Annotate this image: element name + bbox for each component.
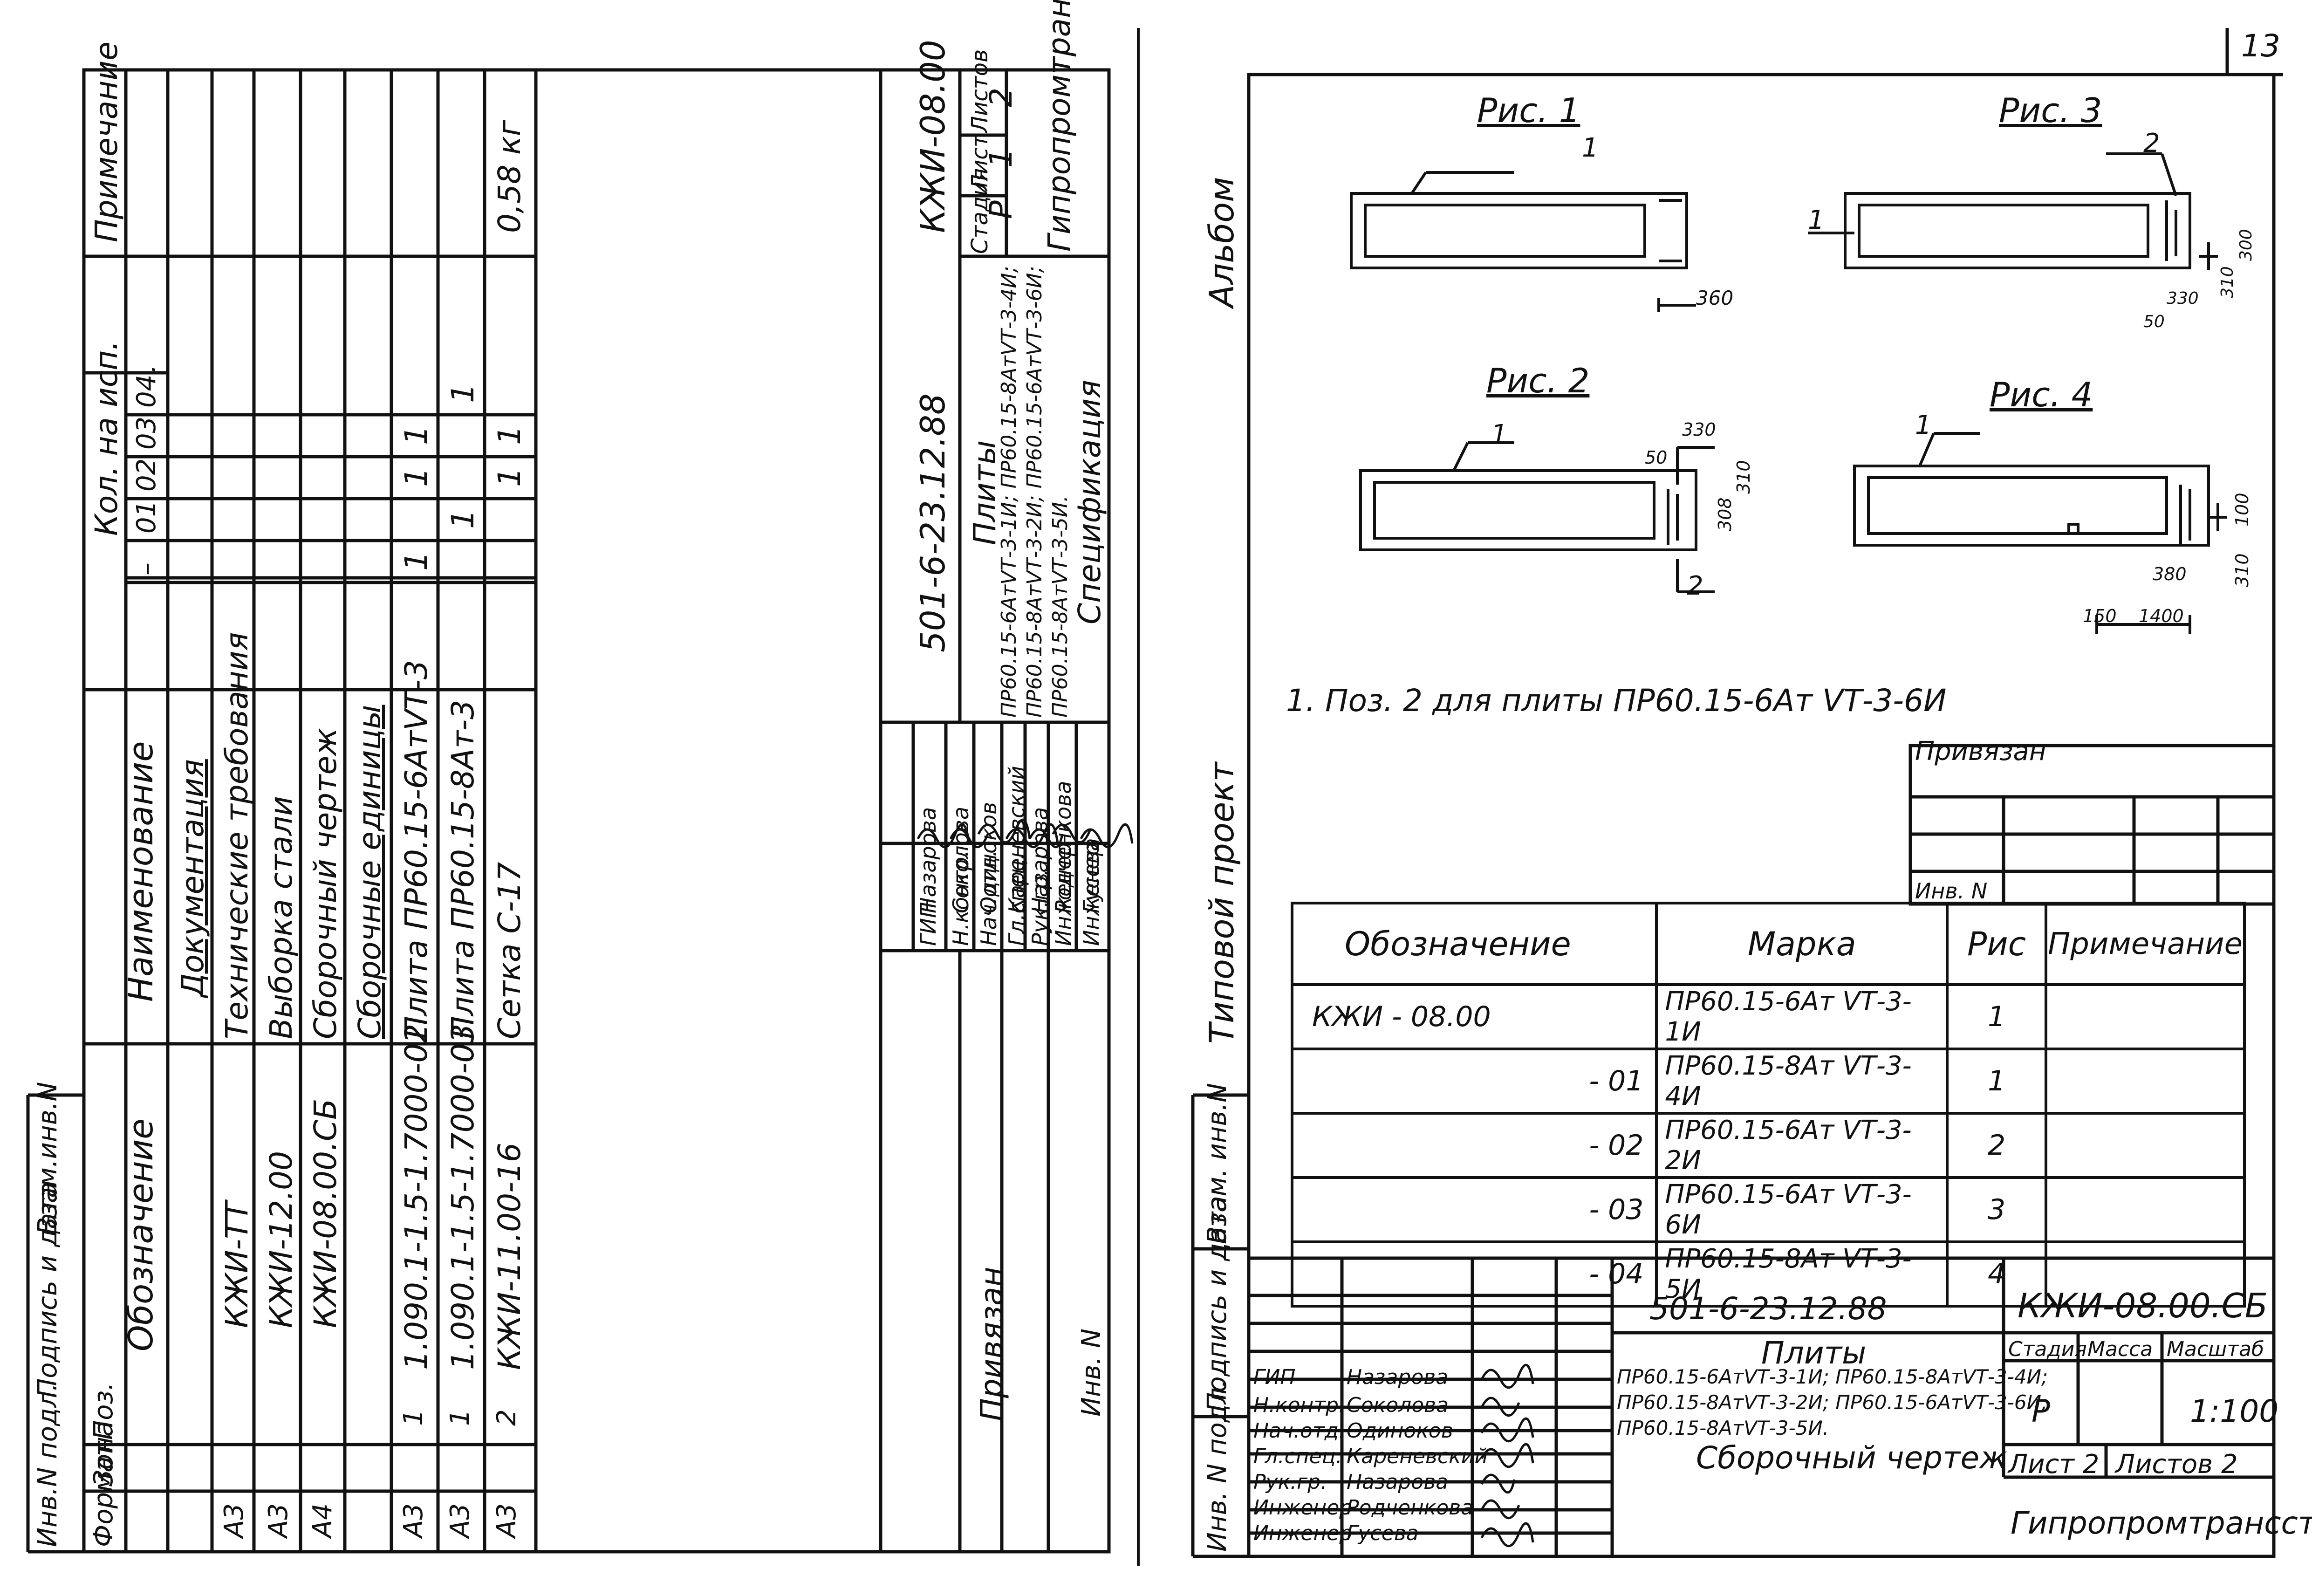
marks-cell-oboznachenie: - 03 <box>1290 1176 1658 1243</box>
page-number: 13 <box>2241 28 2280 64</box>
marks-cell-ris: 3 <box>1945 1176 2048 1243</box>
right-staff-name: Одиноков <box>1347 1419 1453 1443</box>
figure-1-title: Рис. 1 <box>1477 91 1580 130</box>
right-staff-role: Инженер <box>1253 1521 1353 1545</box>
right-title-line-2: ПР60.15-8АтVТ-3-2И; ПР60.15-6АтVТ-3-6И; <box>1617 1391 2048 1414</box>
marks-cell-primechanie <box>2045 1176 2246 1243</box>
marks-cell-marka: ПР60.15-6Ат VТ-3-2И <box>1655 1112 1949 1179</box>
marks-table-header: Обозначение Марка Рис Примечание <box>1290 902 2246 986</box>
marks-cell-oboznachenie: - 02 <box>1290 1112 1658 1179</box>
drawing-note: 1. Поз. 2 для плиты ПР60.15-6Ат VТ-3-6И <box>1286 683 1947 719</box>
figure-4-title: Рис. 4 <box>1990 375 2093 414</box>
sheet-divider <box>1137 28 1140 1566</box>
right-masshtab-label: Масштаб <box>2167 1337 2264 1361</box>
figure-2-title: Рис. 2 <box>1486 361 1590 400</box>
right-staff-role: Н.контр. <box>1253 1393 1345 1417</box>
figure-3-title: Рис. 3 <box>1999 91 2102 130</box>
marks-cell-ris: 1 <box>1945 983 2048 1050</box>
figure-2-dim: 330 <box>1682 419 1716 440</box>
figure-1-callout: 1 <box>1582 133 1599 163</box>
table-row: - 02 ПР60.15-6Ат VТ-3-2И 2 <box>1290 1112 2246 1179</box>
marks-cell-oboznachenie: - 04 <box>1290 1240 1658 1308</box>
right-staff-name: Назарова <box>1347 1365 1449 1389</box>
right-listov-text: Листов 2 <box>2115 1449 2238 1480</box>
right-title-subtitle: Сборочный чертеж <box>1696 1440 2007 1476</box>
figure-4-dim: 1400 <box>2139 606 2184 626</box>
right-title-doc: КЖИ-08.00.СБ <box>2018 1286 2268 1325</box>
right-staff-name: Назарова <box>1347 1470 1449 1494</box>
marks-cell-primechanie <box>2045 1240 2246 1308</box>
marks-header-oboznachenie: Обозначение <box>1290 902 1658 986</box>
table-row: КЖИ - 08.00 ПР60.15-6Ат VТ-3-1И 1 <box>1290 983 2246 1050</box>
figure-2-callout: 2 <box>1687 571 1703 601</box>
figure-3-callout: 1 <box>1808 205 1825 235</box>
marks-cell-marka: ПР60.15-8Ат VТ-3-5И <box>1655 1240 1949 1308</box>
marks-cell-primechanie <box>2045 983 2246 1050</box>
right-massa-label: Масса <box>2087 1337 2153 1361</box>
right-title-code: 501-6-23.12.88 <box>1649 1291 1887 1327</box>
right-staff-name: Родченкова <box>1347 1496 1474 1520</box>
figure-3-dim: 330 <box>2167 289 2199 308</box>
right-title-line-3: ПР60.15-8АтVТ-3-5И. <box>1617 1417 1829 1439</box>
right-staff-role: Гл.спец. <box>1253 1445 1342 1468</box>
right-privyazan: Привязан <box>1915 736 2046 767</box>
figure-3-callout: 2 <box>2143 128 2160 158</box>
marks-cell-marka: ПР60.15-6Ат VТ-3-6И <box>1655 1176 1949 1243</box>
right-staff-role: Рук.гр. <box>1253 1470 1327 1494</box>
marks-cell-marka: ПР60.15-6Ат VТ-3-1И <box>1655 983 1949 1050</box>
figure-3-dim: 50 <box>2143 312 2165 331</box>
marks-cell-primechanie <box>2045 1112 2246 1179</box>
marks-cell-marka: ПР60.15-8Ат VТ-3-4И <box>1655 1048 1949 1115</box>
figure-4-dim: 380 <box>2153 564 2187 584</box>
marks-table: Обозначение Марка Рис Примечание КЖИ - 0… <box>1290 902 2246 1308</box>
right-org: Гипропромтрансстрой <box>2011 1505 2312 1541</box>
right-staff-role: ГИП <box>1253 1365 1296 1389</box>
table-row: - 03 ПР60.15-6Ат VТ-3-6И 3 <box>1290 1176 2246 1243</box>
marks-cell-ris: 1 <box>1945 1048 2048 1115</box>
marks-cell-primechanie <box>2045 1048 2246 1115</box>
marks-header-primechanie: Примечание <box>2045 902 2246 986</box>
right-stadia-value: Р <box>2032 1393 2050 1429</box>
right-masshtab-value: 1:100 <box>2190 1393 2279 1429</box>
right-title-name: Плиты <box>1761 1335 1867 1371</box>
figure-4-dim: 150 <box>2083 606 2117 626</box>
marks-header-ris: Рис <box>1945 902 2048 986</box>
right-staff-name: Гусева <box>1347 1521 1419 1545</box>
table-row: - 01 ПР60.15-8Ат VТ-3-4И 1 <box>1290 1048 2246 1115</box>
right-staff-role: Инженер <box>1253 1496 1353 1520</box>
right-title-line-1: ПР60.15-6АтVТ-3-1И; ПР60.15-8АтVТ-3-4И; <box>1617 1365 2048 1388</box>
right-inv-n: Инв. N <box>1915 878 1988 904</box>
right-staff-name: Кареневский <box>1347 1445 1488 1468</box>
right-staff-role: Нач.отд. <box>1253 1419 1345 1443</box>
marks-cell-oboznachenie: КЖИ - 08.00 <box>1290 985 1658 1049</box>
right-staff-name: Соколова <box>1347 1393 1449 1417</box>
figure-2-dim: 50 <box>1645 447 1668 468</box>
table-row: - 04 ПР60.15-8Ат VТ-3-5И 4 <box>1290 1240 2246 1308</box>
right-stadia-label: Стадия <box>2008 1337 2087 1361</box>
right-list-text: Лист 2 <box>2008 1449 2100 1480</box>
marks-header-marka: Марка <box>1655 902 1949 986</box>
marks-cell-ris: 2 <box>1945 1112 2048 1179</box>
figure-1-dim: 360 <box>1696 287 1734 309</box>
marks-cell-oboznachenie: - 01 <box>1290 1048 1658 1115</box>
figure-4-callout: 1 <box>1915 410 1932 440</box>
figure-2-callout: 1 <box>1491 419 1508 450</box>
marks-cell-ris: 4 <box>1945 1240 2048 1308</box>
